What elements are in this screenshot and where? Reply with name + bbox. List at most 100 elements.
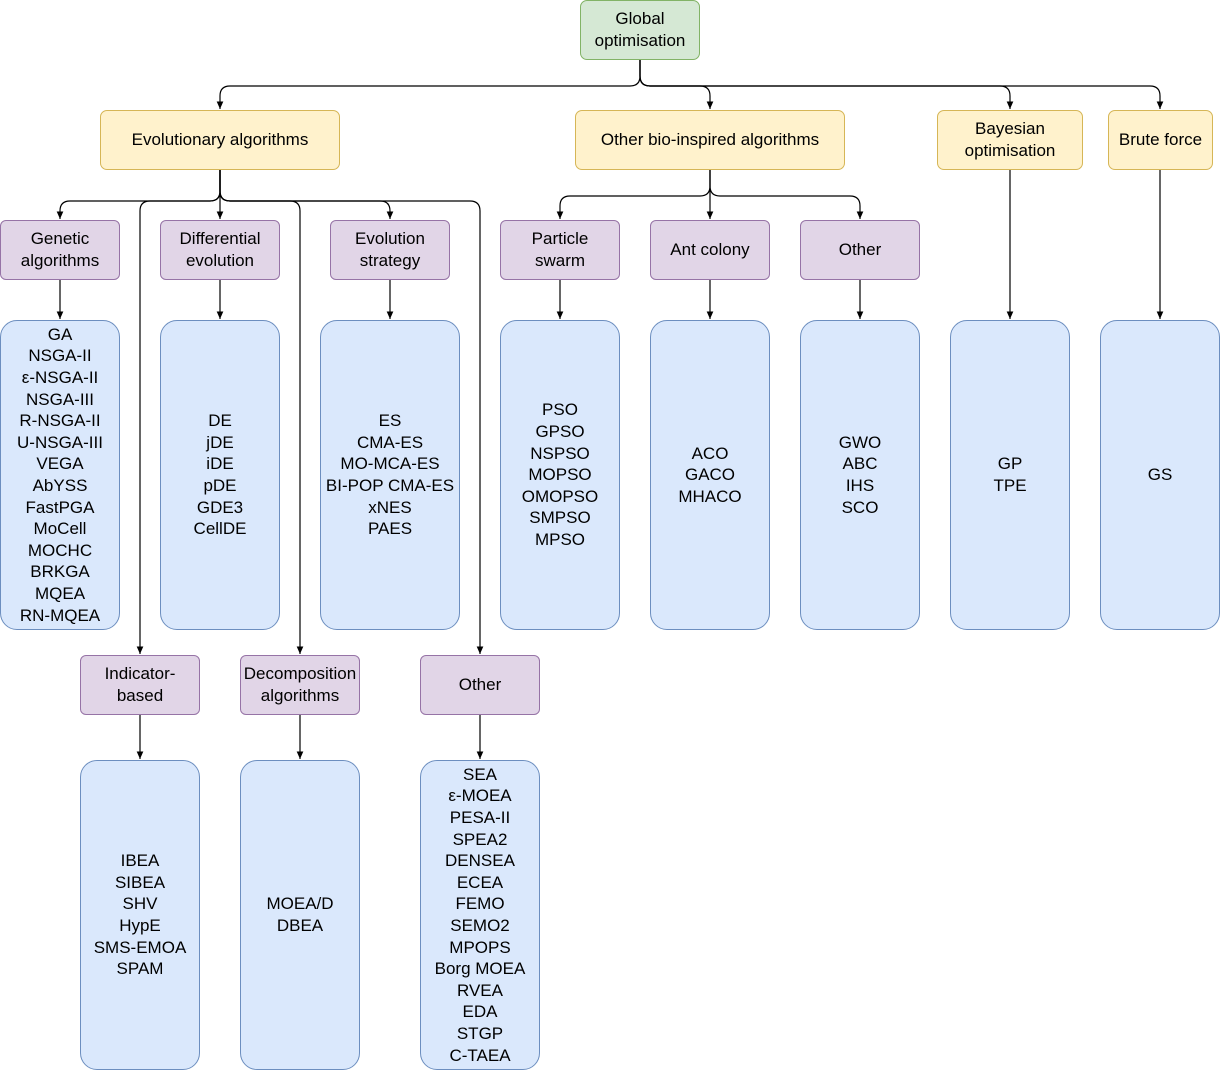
- algorithm-item: GS: [1147, 465, 1173, 485]
- edge-root-brute-force: [639, 60, 1164, 109]
- subcategory-decomposition-label: Decomposition algorithms: [243, 664, 357, 705]
- algorithm-item: DBEA: [276, 916, 324, 935]
- subcategory-particle-swarm: Particle swarm: [500, 220, 620, 280]
- list-brute-force: GS: [1100, 320, 1220, 630]
- algorithm-item: EDA: [462, 1002, 498, 1022]
- algorithm-item: MoCell: [33, 519, 87, 539]
- algorithm-item: U-NSGA-III: [17, 432, 103, 452]
- edge-evo-strategy: [219, 170, 394, 219]
- algorithm-item: PSO: [542, 400, 578, 420]
- algorithm-item: GA: [47, 324, 73, 344]
- algorithm-item: pDE: [203, 476, 237, 495]
- algorithm-item: CellDE: [193, 519, 247, 539]
- algorithm-item: RN-MQEA: [19, 605, 101, 625]
- algorithm-item: SMS-EMOA: [93, 937, 187, 957]
- algorithm-item: SCO: [841, 497, 879, 517]
- algorithm-item: ACO: [691, 443, 729, 463]
- algorithm-item: CMA-ES: [356, 432, 424, 452]
- algorithm-item: NSGA-II: [28, 346, 92, 366]
- algorithm-item: SEMO2: [450, 916, 510, 935]
- algorithm-item: ES: [378, 411, 402, 431]
- algorithm-item: DENSEA: [445, 851, 515, 871]
- subcategory-ant-colony: Ant colony: [650, 220, 770, 280]
- subcategory-genetic-label: Genetic algorithms: [20, 229, 100, 270]
- category-brute-force: Brute force: [1108, 110, 1213, 170]
- subcategory-evo-other-label: Other: [458, 675, 502, 694]
- category-bio-inspired-label: Other bio-inspired algorithms: [600, 130, 820, 149]
- algorithm-item: TPE: [993, 476, 1027, 495]
- algorithm-item: SPEA2: [452, 829, 508, 849]
- algorithm-item: ε-MOEA: [448, 786, 512, 806]
- subcategory-evolution-strategy-label: Evolution strategy: [355, 229, 425, 270]
- subcategory-genetic: Genetic algorithms: [0, 220, 120, 280]
- category-bio-inspired: Other bio-inspired algorithms: [575, 110, 845, 170]
- category-brute-force-label: Brute force: [1118, 130, 1203, 149]
- subcategory-evolution-strategy: Evolution strategy: [330, 220, 450, 280]
- algorithm-item: SHV: [122, 894, 158, 914]
- algorithm-item: Borg MOEA: [434, 959, 526, 979]
- list-decomposition: MOEA/D DBEA: [240, 760, 360, 1070]
- subcategory-decomposition: Decomposition algorithms: [240, 655, 360, 715]
- algorithm-item: GPSO: [535, 422, 585, 442]
- subcategory-differential: Differential evolution: [160, 220, 280, 280]
- edge-root-evolutionary: [216, 60, 641, 109]
- algorithm-item: IHS: [845, 476, 875, 495]
- algorithm-item: MPSO: [534, 529, 586, 549]
- edge-root-bayesian: [639, 60, 1014, 109]
- algorithm-item: MOCHC: [27, 540, 93, 560]
- algorithm-item: AbYSS: [32, 476, 88, 495]
- subcategory-ant-colony-label: Ant colony: [670, 240, 750, 259]
- algorithm-item: MOEA/D: [266, 894, 334, 914]
- algorithm-item: GP: [997, 454, 1023, 474]
- algorithm-item: C-TAEA: [449, 1045, 511, 1065]
- algorithm-item: OMOPSO: [521, 486, 599, 506]
- algorithm-item: MQEA: [34, 583, 86, 603]
- subcategory-indicator-label: Indicator- based: [104, 664, 176, 705]
- subcategory-bio-other: Other: [800, 220, 920, 280]
- category-evolutionary-label: Evolutionary algorithms: [131, 130, 309, 149]
- algorithm-item: IBEA: [120, 851, 160, 871]
- edge-evo-other: [219, 170, 484, 654]
- algorithm-item: SEA: [462, 764, 498, 784]
- subcategory-bio-other-label: Other: [838, 240, 882, 259]
- algorithm-item: FastPGA: [25, 497, 95, 517]
- algorithm-item: MHACO: [678, 486, 742, 506]
- algorithm-item: RVEA: [457, 980, 503, 1000]
- algorithm-item: BRKGA: [30, 562, 90, 582]
- algorithm-item: DE: [208, 411, 232, 431]
- algorithm-item: NSGA-III: [25, 389, 94, 409]
- algorithm-item: MOPSO: [528, 465, 592, 485]
- algorithm-item: SMPSO: [529, 508, 591, 528]
- list-bayesian: GP TPE: [950, 320, 1070, 630]
- category-evolutionary: Evolutionary algorithms: [100, 110, 340, 170]
- algorithm-item: jDE: [206, 432, 234, 452]
- algorithm-item: NSPSO: [530, 443, 590, 463]
- algorithm-item: HypE: [119, 916, 161, 935]
- algorithm-item: GACO: [684, 465, 736, 485]
- algorithm-item: SPAM: [116, 959, 164, 979]
- algorithm-item: ABC: [842, 454, 878, 474]
- algorithm-item: PESA-II: [449, 808, 511, 828]
- algorithm-item: MO-MCA-ES: [340, 454, 440, 474]
- subcategory-differential-label: Differential evolution: [179, 229, 261, 270]
- algorithm-item: STGP: [456, 1023, 504, 1043]
- root-node: Global optimisation: [580, 0, 700, 60]
- algorithm-item: FEMO: [455, 894, 505, 914]
- subcategory-particle-swarm-label: Particle swarm: [531, 229, 589, 270]
- category-bayesian: Bayesian optimisation: [937, 110, 1083, 170]
- algorithm-item: BI-POP CMA-ES: [325, 476, 455, 495]
- edge-bio-particle: [556, 170, 711, 219]
- algorithm-item: PAES: [367, 519, 413, 539]
- category-bayesian-label: Bayesian optimisation: [964, 119, 1056, 160]
- edge-root-bio-inspired: [639, 60, 714, 109]
- subcategory-evo-other: Other: [420, 655, 540, 715]
- edge-bio-other: [709, 170, 864, 219]
